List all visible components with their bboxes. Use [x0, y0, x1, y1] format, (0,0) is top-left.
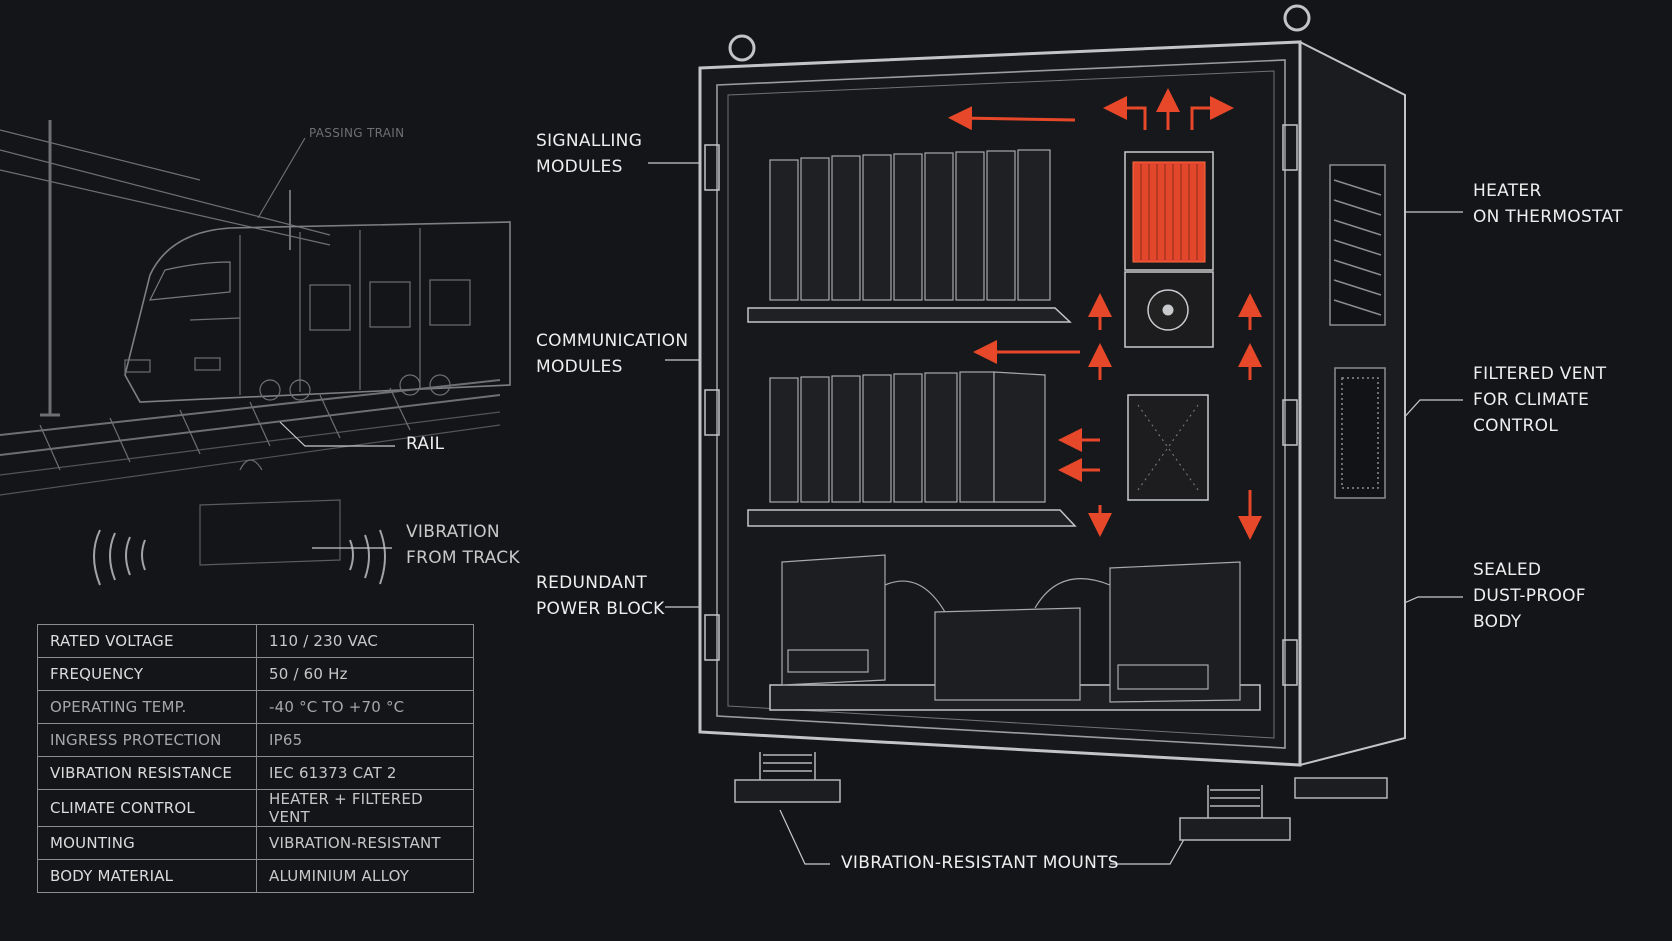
spec-row: MOUNTING VIBRATION-RESISTANT	[37, 826, 474, 860]
spec-value: ALUMINIUM ALLOY	[256, 859, 474, 893]
spec-value: 50 / 60 Hz	[256, 657, 474, 691]
spec-row: CLIMATE CONTROL HEATER + FILTERED VENT	[37, 789, 474, 827]
signalling-modules-label: SIGNALLING MODULES	[536, 131, 643, 177]
spec-row: FREQUENCY 50 / 60 Hz	[37, 657, 474, 691]
rail-label: RAIL	[406, 434, 445, 454]
spec-value: 110 / 230 VAC	[256, 624, 474, 658]
mounts-label: VIBRATION-RESISTANT MOUNTS	[841, 853, 1119, 873]
sealed-body-label: SEALED DUST-PROOF BODY	[1473, 560, 1586, 632]
spec-key: VIBRATION RESISTANCE	[37, 756, 257, 790]
communication-modules-label: COMMUNICATION MODULES	[536, 331, 689, 377]
airflow-arrows	[948, 88, 1262, 540]
communication-modules	[769, 371, 1046, 503]
heater-label: HEATER ON THERMOSTAT	[1473, 181, 1623, 227]
specs-table: RATED VOLTAGE 110 / 230 VAC FREQUENCY 50…	[37, 624, 474, 893]
spec-value: IP65	[256, 723, 474, 757]
vibration-mounts	[734, 752, 1388, 841]
spec-key: MOUNTING	[37, 826, 257, 860]
enclosure	[698, 4, 1406, 841]
signalling-modules	[769, 149, 1051, 301]
spec-row: VIBRATION RESISTANCE IEC 61373 CAT 2	[37, 756, 474, 790]
train-scene	[0, 120, 511, 566]
spec-row: OPERATING TEMP. -40 °C TO +70 °C	[37, 690, 474, 724]
spec-key: BODY MATERIAL	[37, 859, 257, 893]
heater-unit	[1124, 151, 1214, 501]
spec-key: OPERATING TEMP.	[37, 690, 257, 724]
spec-key: CLIMATE CONTROL	[37, 789, 257, 827]
spec-value: -40 °C TO +70 °C	[256, 690, 474, 724]
passing-train-label: PASSING TRAIN	[309, 126, 405, 140]
spec-value: HEATER + FILTERED VENT	[256, 789, 474, 827]
spec-row: BODY MATERIAL ALUMINIUM ALLOY	[37, 859, 474, 893]
spec-value: IEC 61373 CAT 2	[256, 756, 474, 790]
spec-key: INGRESS PROTECTION	[37, 723, 257, 757]
vibration-label: VIBRATION FROM TRACK	[406, 522, 520, 568]
spec-row: INGRESS PROTECTION IP65	[37, 723, 474, 757]
spec-row: RATED VOLTAGE 110 / 230 VAC	[37, 624, 474, 658]
vibration-waves	[93, 529, 386, 586]
power-block	[781, 554, 1241, 703]
filtered-vent-label: FILTERED VENT FOR CLIMATE CONTROL	[1473, 364, 1607, 436]
spec-key: RATED VOLTAGE	[37, 624, 257, 658]
redundant-power-block-label: REDUNDANT POWER BLOCK	[536, 573, 665, 619]
spec-value: VIBRATION-RESISTANT	[256, 826, 474, 860]
spec-key: FREQUENCY	[37, 657, 257, 691]
